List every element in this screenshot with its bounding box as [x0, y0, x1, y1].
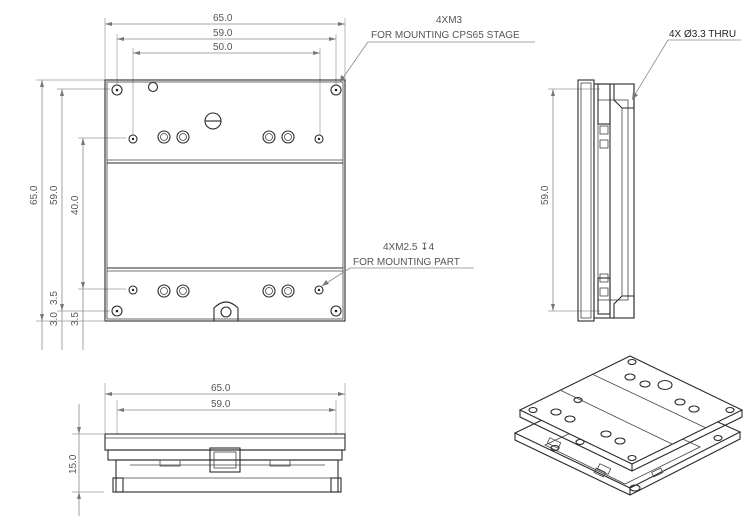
- note-part-line1: 4XM2.5 ↧4: [383, 242, 435, 253]
- note-stage-line1: 4XM3: [436, 15, 463, 26]
- front-view: 65.0 59.0 15.0: [68, 383, 346, 516]
- dim-width-mount: 59.0: [117, 28, 336, 41]
- dim-label-15-front: 15.0: [68, 454, 79, 474]
- note-thru-holes: 4X Ø3.3 THRU: [632, 29, 741, 100]
- dim-side-height: 59.0: [540, 89, 555, 311]
- note-part-line2: FOR MOUNTING PART: [353, 257, 460, 268]
- dim-label-65-top: 65.0: [213, 13, 233, 24]
- dim-label-59-side: 59.0: [540, 185, 551, 205]
- isometric-view: [513, 355, 744, 496]
- top-holes: [111, 81, 342, 144]
- side-view: 59.0 4X Ø3.3 THRU: [540, 29, 741, 322]
- dim-label-59-top: 59.0: [213, 28, 233, 39]
- dim-label-59-left: 59.0: [49, 185, 60, 205]
- dim-label-50-top: 50.0: [213, 42, 233, 53]
- note-thru-text: 4X Ø3.3 THRU: [669, 29, 736, 40]
- top-view: 65.0 59.0 50.0 65.0: [29, 13, 535, 350]
- dim-offsets: 3.5 3.0 3.5: [41, 289, 84, 350]
- dim-front-width-overall: 65.0: [105, 383, 345, 396]
- dim-height-mount: 59.0: [49, 89, 64, 311]
- plate-outline: [104, 79, 346, 322]
- dim-label-65-left: 65.0: [29, 185, 40, 205]
- dim-height-overall: 65.0: [29, 80, 44, 321]
- note-stage-mount: 4XM3 FOR MOUNTING CPS65 STAGE: [339, 15, 535, 83]
- dim-height-inner: 40.0: [70, 138, 85, 289]
- note-part-mount: 4XM2.5 ↧4 FOR MOUNTING PART: [321, 242, 474, 287]
- dim-label-40-left: 40.0: [70, 195, 81, 215]
- dim-width-overall: 65.0: [105, 13, 345, 26]
- dim-label-59-front: 59.0: [211, 399, 231, 410]
- dim-label-65-front: 65.0: [211, 383, 231, 394]
- dim-front-width-mount: 59.0: [117, 399, 336, 412]
- dim-width-inner: 50.0: [133, 42, 320, 55]
- dim-label-3-5a: 3.5: [49, 291, 60, 305]
- dim-label-3-5b: 3.5: [70, 312, 81, 326]
- bottom-holes: [111, 284, 342, 321]
- dim-label-3-0: 3.0: [49, 312, 60, 326]
- note-stage-line2: FOR MOUNTING CPS65 STAGE: [371, 30, 520, 41]
- dim-front-height: 15.0: [68, 404, 81, 516]
